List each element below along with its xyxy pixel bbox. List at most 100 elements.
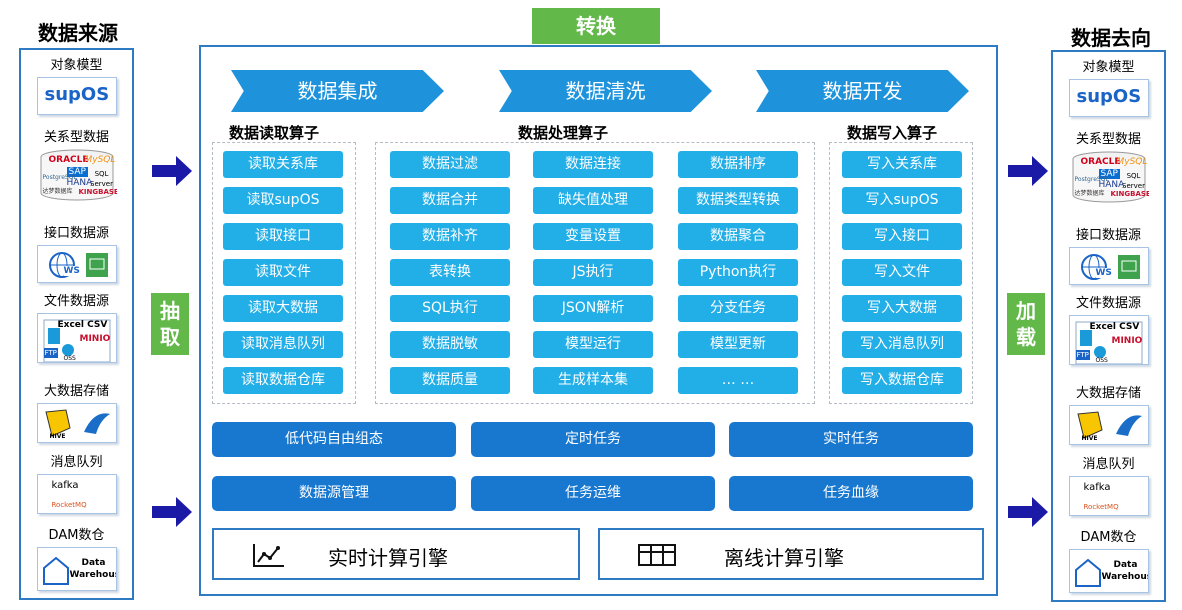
target-dam[interactable]: DAM数仓 Data Warehouse: [1053, 530, 1164, 593]
sap-text: SAP: [66, 167, 88, 177]
write-op[interactable]: 写入文件: [842, 259, 962, 286]
feature-button[interactable]: 任务运维: [471, 476, 715, 511]
process-op[interactable]: JSON解析: [533, 295, 653, 322]
write-op[interactable]: 写入supOS: [842, 187, 962, 214]
source-label: 对象模型: [50, 58, 103, 73]
read-op[interactable]: 读取数据仓库: [223, 367, 343, 394]
process-op[interactable]: 数据聚合: [678, 223, 798, 250]
supos-logo-text: supOS: [44, 84, 110, 105]
source-label: 关系型数据: [43, 130, 109, 145]
process-op[interactable]: SQL执行: [390, 295, 510, 322]
hive-text: HIVE: [1081, 435, 1098, 442]
offline-engine[interactable]: 离线计算引擎: [598, 528, 984, 580]
arrow-right-icon: [152, 497, 192, 527]
oracle-text: ORACLE: [48, 155, 89, 165]
api-logo: WS: [36, 245, 117, 283]
source-file[interactable]: 文件数据源 Excel CSV MINIO FTP OSS: [21, 294, 132, 363]
target-bigdata[interactable]: 大数据存储 HIVE: [1053, 386, 1164, 445]
read-op[interactable]: 读取大数据: [223, 295, 343, 322]
source-object-model[interactable]: 对象模型 supOS: [21, 58, 132, 115]
read-op[interactable]: 读取接口: [223, 223, 343, 250]
source-label: 消息队列: [50, 455, 103, 470]
feature-button[interactable]: 任务血缘: [729, 476, 973, 511]
dameng-text: 达梦数据库: [42, 188, 73, 195]
hive-icon: [44, 409, 110, 437]
target-mq[interactable]: 消息队列 kafka RocketMQ: [1053, 457, 1164, 516]
write-op[interactable]: 写入消息队列: [842, 331, 962, 358]
source-label: 大数据存储: [43, 384, 109, 399]
source-mq[interactable]: 消息队列 kafka RocketMQ: [21, 455, 132, 514]
process-op[interactable]: 缺失值处理: [533, 187, 653, 214]
process-op[interactable]: 模型更新: [678, 331, 798, 358]
process-op[interactable]: Python执行: [678, 259, 798, 286]
stage-integration[interactable]: 数据集成: [231, 70, 444, 112]
process-op[interactable]: 生成样本集: [533, 367, 653, 394]
process-op[interactable]: 数据排序: [678, 151, 798, 178]
targets-title: 数据去向: [1071, 26, 1151, 50]
feature-button[interactable]: 实时任务: [729, 422, 973, 457]
process-op[interactable]: 数据补齐: [390, 223, 510, 250]
read-op[interactable]: 读取消息队列: [223, 331, 343, 358]
write-op[interactable]: 写入数据仓库: [842, 367, 962, 394]
arrow-right-icon: [1008, 156, 1048, 186]
process-op[interactable]: 数据质量: [390, 367, 510, 394]
database-icon: ORACLE MySQL SAP SQL Server PostgreSQL H…: [36, 149, 117, 201]
webservice-icon: [1080, 254, 1140, 280]
stage-development[interactable]: 数据开发: [756, 70, 969, 112]
write-op[interactable]: 写入接口: [842, 223, 962, 250]
read-op[interactable]: 读取supOS: [223, 187, 343, 214]
target-file[interactable]: 文件数据源 Excel CSV MINIO FTP OSS: [1053, 296, 1164, 365]
kingbase-text: KINGBASE: [1110, 190, 1149, 198]
process-op[interactable]: 数据过滤: [390, 151, 510, 178]
target-label: 消息队列: [1082, 457, 1135, 472]
source-api[interactable]: 接口数据源 WS: [21, 226, 132, 283]
file-logo: Excel CSV MINIO FTP OSS: [1068, 315, 1149, 365]
process-op[interactable]: 数据合并: [390, 187, 510, 214]
file-logo: Excel CSV MINIO FTP OSS: [36, 313, 117, 363]
read-op[interactable]: 读取文件: [223, 259, 343, 286]
database-cylinder-icon: [1072, 151, 1145, 203]
source-bigdata[interactable]: 大数据存储 HIVE: [21, 384, 132, 443]
oracle-text: ORACLE: [1080, 157, 1121, 167]
arrow-right-icon: [152, 156, 192, 186]
source-relational[interactable]: 关系型数据 ORACLE MySQL SAP SQL Server Postgr…: [21, 130, 132, 201]
realtime-engine[interactable]: 实时计算引擎: [212, 528, 580, 580]
dw-text-1: Data: [1113, 560, 1138, 570]
bigdata-logo: HIVE: [1068, 405, 1149, 445]
process-op[interactable]: 表转换: [390, 259, 510, 286]
source-dam[interactable]: DAM数仓 Data Warehouse: [21, 528, 132, 591]
stage-cleansing[interactable]: 数据清洗: [499, 70, 712, 112]
extract-char: 取: [160, 325, 180, 349]
write-op[interactable]: 写入关系库: [842, 151, 962, 178]
feature-button[interactable]: 数据源管理: [212, 476, 456, 511]
target-relational[interactable]: 关系型数据 ORACLE MySQL SAP SQL Server Postgr…: [1053, 132, 1164, 203]
sources-title: 数据来源: [38, 21, 118, 45]
minio-text: MINIO: [79, 334, 111, 344]
target-object-model[interactable]: 对象模型 supOS: [1053, 60, 1164, 117]
oss-text: OSS: [63, 355, 76, 362]
excel-csv-text: Excel CSV: [57, 320, 108, 330]
process-op[interactable]: JS执行: [533, 259, 653, 286]
write-op[interactable]: 写入大数据: [842, 295, 962, 322]
target-label: 关系型数据: [1075, 132, 1141, 147]
process-op[interactable]: 分支任务: [678, 295, 798, 322]
target-api[interactable]: 接口数据源 WS: [1053, 228, 1164, 285]
read-op[interactable]: 读取关系库: [223, 151, 343, 178]
process-ops-box: [375, 142, 815, 404]
hana-text: HANA: [1098, 180, 1125, 190]
transform-title: 转换: [532, 8, 660, 44]
mysql-text: MySQL: [1116, 157, 1148, 167]
feature-button[interactable]: 定时任务: [471, 422, 715, 457]
process-op[interactable]: 数据类型转换: [678, 187, 798, 214]
process-op[interactable]: 数据脱敏: [390, 331, 510, 358]
process-op[interactable]: 数据连接: [533, 151, 653, 178]
process-op[interactable]: 变量设置: [533, 223, 653, 250]
hana-text: HANA: [66, 178, 93, 188]
source-label: DAM数仓: [48, 528, 105, 543]
source-label: 接口数据源: [43, 226, 109, 241]
write-ops-title: 数据写入算子: [847, 124, 938, 142]
process-op[interactable]: 模型运行: [533, 331, 653, 358]
target-label: 文件数据源: [1075, 296, 1141, 311]
feature-button[interactable]: 低代码自由组态: [212, 422, 456, 457]
process-op[interactable]: … …: [678, 367, 798, 394]
